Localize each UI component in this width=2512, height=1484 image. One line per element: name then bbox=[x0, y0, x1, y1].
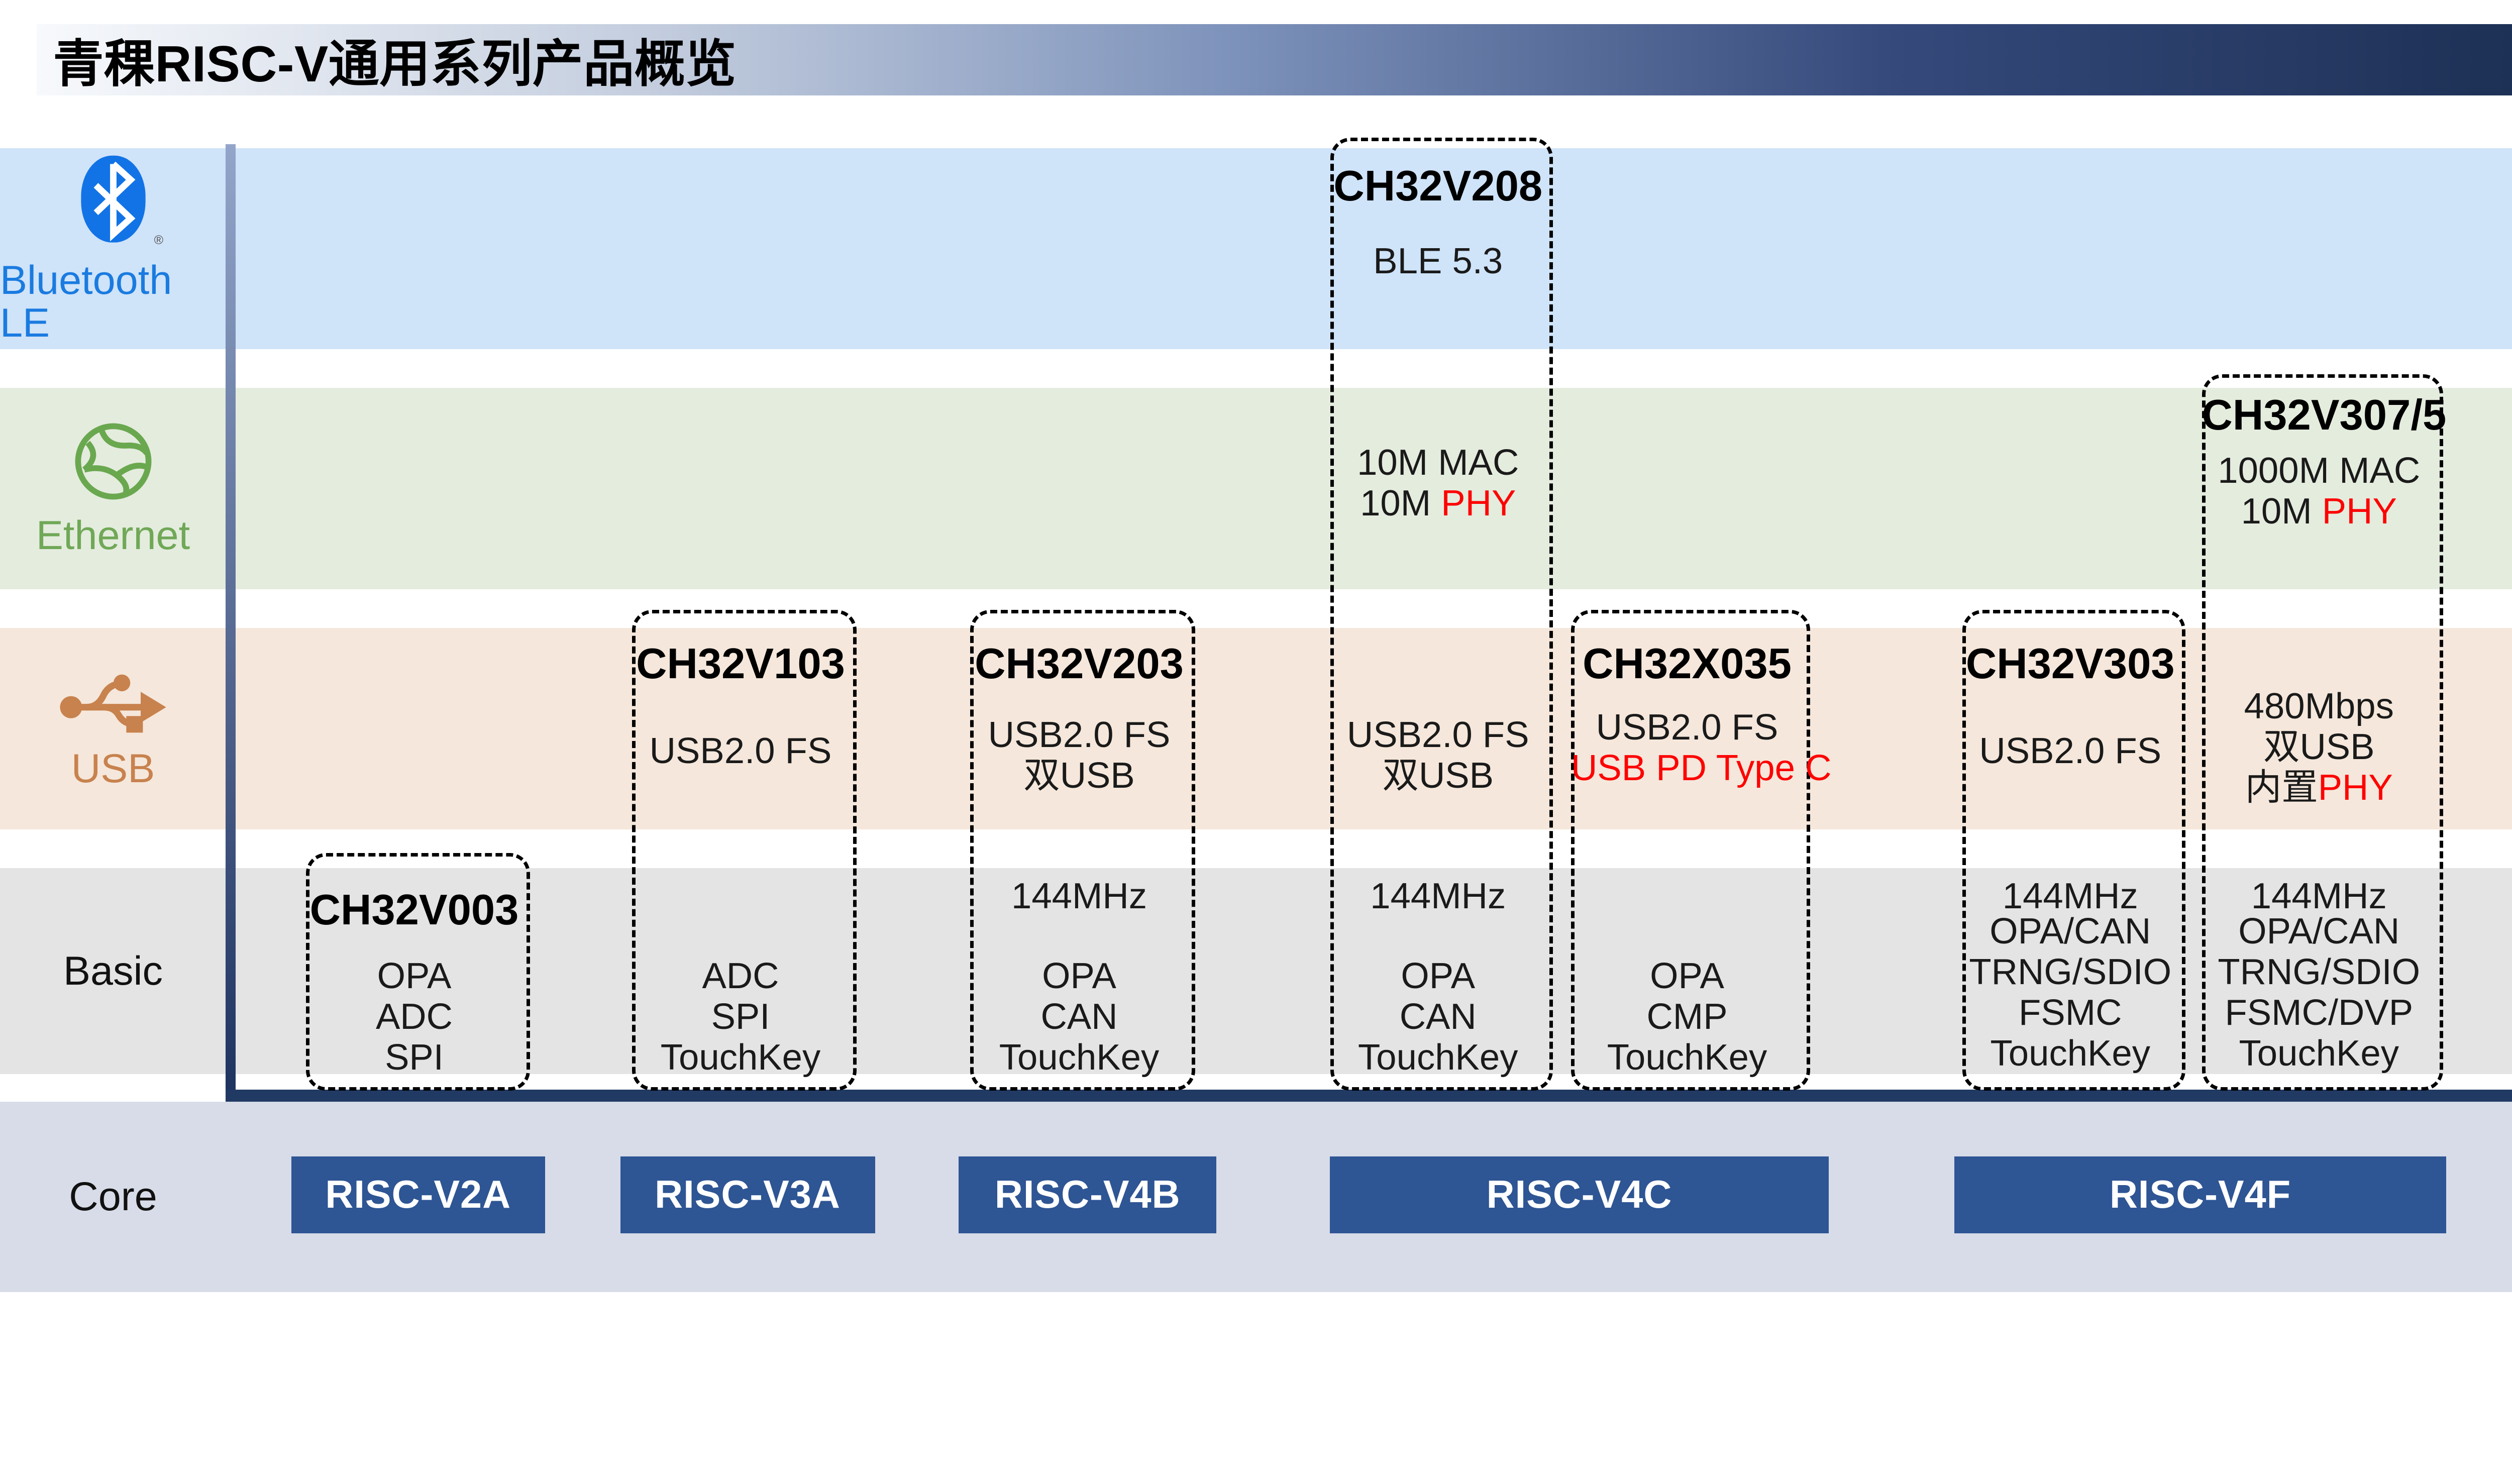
product-box-ch32x035 bbox=[1571, 609, 1810, 1091]
core-badge-risc-v4f: RISC-V4F bbox=[1954, 1156, 2446, 1234]
feature-line: ADC bbox=[702, 955, 779, 996]
ch32v203-basic-features: OPA CAN TouchKey bbox=[970, 956, 1188, 1078]
ch32v208-usb-features: USB2.0 FS 双USB bbox=[1330, 714, 1546, 796]
ch32v307-usb-features: 480Mbps 双USB 内置PHY bbox=[2202, 686, 2437, 808]
row-label-bluetooth-text: Bluetooth LE bbox=[0, 258, 172, 346]
row-label-usb-text: USB bbox=[71, 746, 155, 792]
product-name-ch32v307-5: CH32V307/5 bbox=[2202, 391, 2447, 439]
ch32v003-basic-features: OPA ADC SPI bbox=[306, 956, 523, 1078]
feature-line: TRNG/SDIO bbox=[2218, 951, 2421, 993]
feature-line: ADC bbox=[375, 996, 453, 1037]
core-badge-risc-v4c: RISC-V4C bbox=[1329, 1156, 1829, 1234]
feature-line: FSMC bbox=[2019, 992, 2122, 1033]
product-box-ch32v003 bbox=[305, 853, 530, 1091]
row-label-basic: Basic bbox=[0, 868, 226, 1074]
core-badge-risc-v2a: RISC-V2A bbox=[291, 1156, 545, 1234]
band-bluetooth bbox=[0, 148, 2512, 349]
ch32x035-usb-features: USB2.0 FS USB PD Type C bbox=[1571, 706, 1832, 788]
feature-line: TRNG/SDIO bbox=[1969, 951, 2172, 993]
usb-trident-icon bbox=[58, 667, 168, 736]
feature-line: 内置PHY bbox=[2245, 767, 2393, 808]
feature-line: 1000M MAC bbox=[2218, 450, 2421, 491]
product-name-ch32v303: CH32V303 bbox=[1965, 640, 2175, 688]
product-name-ch32v003: CH32V003 bbox=[309, 886, 519, 934]
feature-line: 10M PHY bbox=[2241, 491, 2397, 532]
title-bar: 青稞RISC-V通用系列产品概览 bbox=[37, 24, 2512, 96]
feature-line: OPA bbox=[1042, 955, 1116, 996]
feature-line: SPI bbox=[385, 1036, 444, 1078]
row-label-usb: USB bbox=[0, 628, 226, 829]
product-name-ch32v208: CH32V208 bbox=[1333, 162, 1543, 210]
product-name-ch32v203: CH32V203 bbox=[975, 640, 1184, 688]
product-box-ch32v208 bbox=[1330, 137, 1553, 1091]
ch32v208-ble-feature: BLE 5.3 bbox=[1373, 241, 1503, 282]
feature-line: CAN bbox=[1040, 996, 1118, 1037]
feature-line: TouchKey bbox=[1358, 1036, 1518, 1078]
feature-line-usb-pd: USB PD Type C bbox=[1571, 747, 1832, 788]
band-ethernet bbox=[0, 388, 2512, 589]
ch32v203-frequency: 144MHz bbox=[1011, 875, 1147, 916]
ch32v307-ethernet-features: 1000M MAC 10M PHY bbox=[2202, 450, 2437, 532]
feature-line: OPA/CAN bbox=[2238, 911, 2400, 952]
feature-line: TouchKey bbox=[1990, 1033, 2150, 1074]
feature-line: 480Mbps bbox=[2244, 686, 2394, 727]
core-badge-risc-v3a: RISC-V3A bbox=[620, 1156, 875, 1234]
row-label-ethernet-text: Ethernet bbox=[36, 512, 190, 558]
axis-horizontal-line bbox=[225, 1089, 2512, 1102]
feature-line: OPA/CAN bbox=[1990, 911, 2151, 952]
ch32v208-ethernet-features: 10M MAC 10M PHY bbox=[1330, 442, 1546, 523]
band-basic bbox=[0, 868, 2512, 1075]
band-usb bbox=[0, 628, 2512, 829]
feature-line: OPA bbox=[1401, 955, 1476, 996]
ch32x035-basic-features: OPA CMP TouchKey bbox=[1571, 956, 1803, 1078]
product-box-ch32v303 bbox=[1962, 609, 2185, 1091]
ch32v307-frequency: 144MHz bbox=[2251, 875, 2387, 916]
row-label-bluetooth: ® Bluetooth LE bbox=[0, 148, 226, 349]
feature-line: TouchKey bbox=[1607, 1036, 1767, 1078]
ch32v303-usb-feature: USB2.0 FS bbox=[1979, 730, 2162, 771]
product-name-ch32x035: CH32X035 bbox=[1583, 640, 1792, 688]
feature-line: SPI bbox=[711, 996, 770, 1037]
ch32v203-usb-features: USB2.0 FS 双USB bbox=[970, 714, 1188, 796]
product-name-ch32v103: CH32V103 bbox=[636, 640, 845, 688]
row-label-ethernet: Ethernet bbox=[0, 388, 226, 589]
axis-vertical-line bbox=[225, 144, 236, 1094]
feature-line: 双USB bbox=[1023, 755, 1135, 796]
ch32v307-basic-features: OPA/CAN TRNG/SDIO FSMC/DVP TouchKey bbox=[2202, 911, 2437, 1074]
product-overview-slide: 青稞RISC-V通用系列产品概览 ® Bluetooth LE bbox=[0, 24, 2512, 1293]
feature-line: USB2.0 FS bbox=[1596, 706, 1778, 748]
ch32v303-frequency: 144MHz bbox=[2002, 875, 2138, 916]
page-title: 青稞RISC-V通用系列产品概览 bbox=[53, 36, 737, 93]
registered-mark: ® bbox=[154, 233, 163, 248]
row-label-basic-text: Basic bbox=[63, 948, 163, 994]
feature-line: USB2.0 FS bbox=[1346, 714, 1529, 756]
ch32v103-usb-feature: USB2.0 FS bbox=[649, 730, 832, 771]
feature-line: OPA bbox=[377, 955, 452, 996]
feature-line: 双USB bbox=[1382, 755, 1494, 796]
row-label-core-text: Core bbox=[69, 1174, 157, 1220]
row-label-core: Core bbox=[0, 1102, 226, 1292]
core-badge-risc-v4b: RISC-V4B bbox=[959, 1156, 1216, 1234]
bluetooth-icon: ® bbox=[77, 153, 163, 248]
feature-line: CMP bbox=[1646, 996, 1728, 1037]
ch32v208-frequency: 144MHz bbox=[1370, 875, 1506, 916]
feature-line: TouchKey bbox=[999, 1036, 1160, 1078]
feature-line: 10M MAC bbox=[1357, 442, 1519, 483]
ethernet-globe-icon bbox=[72, 420, 155, 503]
feature-line: TouchKey bbox=[660, 1036, 821, 1078]
feature-line: OPA bbox=[1650, 955, 1724, 996]
ch32v208-basic-features: OPA CAN TouchKey bbox=[1330, 956, 1546, 1078]
product-box-ch32v307-5 bbox=[2202, 374, 2443, 1091]
feature-line: TouchKey bbox=[2239, 1033, 2399, 1074]
feature-line: 双USB bbox=[2263, 726, 2375, 768]
feature-line: CAN bbox=[1399, 996, 1477, 1037]
feature-line: FSMC/DVP bbox=[2225, 992, 2414, 1033]
feature-line: 10M PHY bbox=[1360, 483, 1516, 524]
feature-line: USB2.0 FS bbox=[988, 714, 1171, 756]
ch32v103-basic-features: ADC SPI TouchKey bbox=[632, 956, 850, 1078]
product-box-ch32v203 bbox=[970, 609, 1195, 1091]
product-box-ch32v103 bbox=[632, 609, 857, 1091]
ch32v303-basic-features: OPA/CAN TRNG/SDIO FSMC TouchKey bbox=[1962, 911, 2179, 1074]
